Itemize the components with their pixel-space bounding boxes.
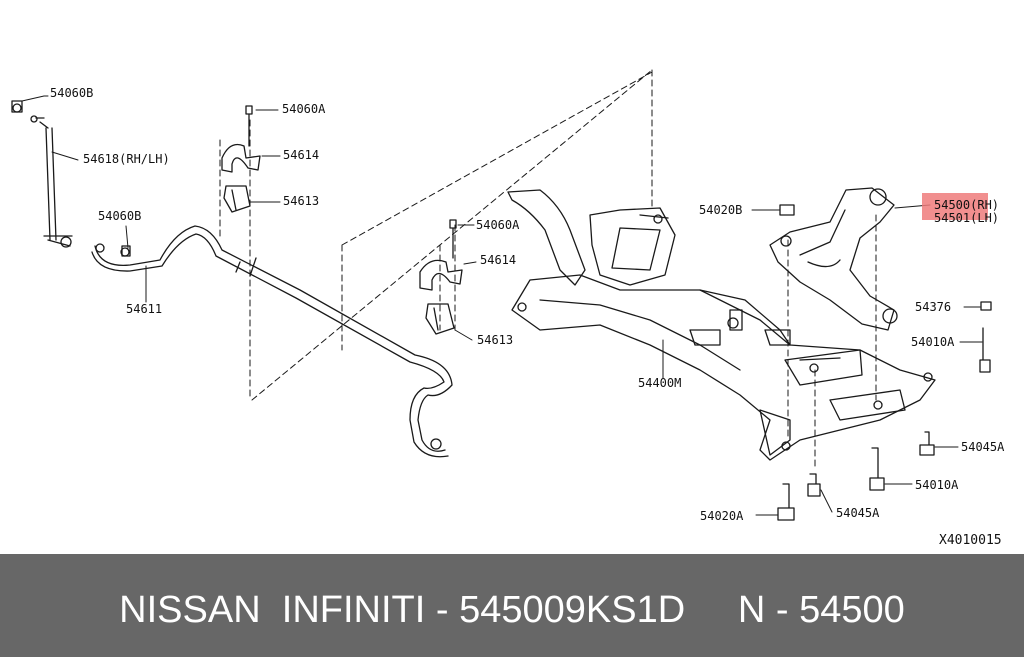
callout-54611: 54611 — [126, 302, 163, 316]
callout-54060A-left: 54060A — [282, 102, 326, 116]
transverse-link — [769, 187, 898, 331]
stabilizer-link — [12, 103, 73, 248]
callout-54060B-mid: 54060B — [98, 209, 142, 223]
parts-diagram: 54060B 54618(RH/LH) 54060B 54611 54060A … — [11, 69, 1005, 548]
leader-lines — [21, 95, 983, 516]
callout-54614-left: 54614 — [283, 148, 320, 162]
part-number-text: NISSAN INFINITI - 545009KS1D N - 54500 — [119, 589, 905, 631]
dashed-outline — [219, 69, 877, 471]
highlight-marker — [922, 193, 988, 220]
callout-54618: 54618(RH/LH) — [83, 152, 170, 166]
callout-54400M: 54400M — [638, 376, 682, 390]
callout-54376: 54376 — [915, 300, 952, 314]
callout-54613-left: 54613 — [283, 194, 320, 208]
stabilizer-bar — [91, 225, 453, 458]
part-number-banner: NISSAN INFINITI - 545009KS1D N - 54500 — [0, 554, 1024, 657]
callout-54060A-right: 54060A — [476, 218, 520, 232]
callout-54020B: 54020B — [699, 203, 743, 217]
callout-54010A-bottom: 54010A — [915, 478, 959, 492]
diagram-drawing — [11, 69, 992, 521]
callout-54613-right: 54613 — [477, 333, 514, 347]
diagram-reference-code: X4010015 — [939, 533, 1002, 548]
callout-54614-right: 54614 — [480, 253, 517, 267]
callout-54010A-top: 54010A — [911, 335, 955, 349]
callout-54045A-bottom: 54045A — [836, 506, 880, 520]
callout-54500: 54500(RH) — [934, 198, 1000, 212]
callout-54501: 54501(LH) — [934, 211, 1000, 225]
left-clamp-bushing — [221, 105, 261, 213]
callout-54020A: 54020A — [700, 509, 744, 523]
bolts — [11, 100, 992, 521]
right-clamp-bushing — [419, 219, 463, 335]
callout-54060B-top: 54060B — [50, 86, 94, 100]
callout-54045A-right: 54045A — [961, 440, 1005, 454]
front-crossmember — [507, 189, 936, 461]
